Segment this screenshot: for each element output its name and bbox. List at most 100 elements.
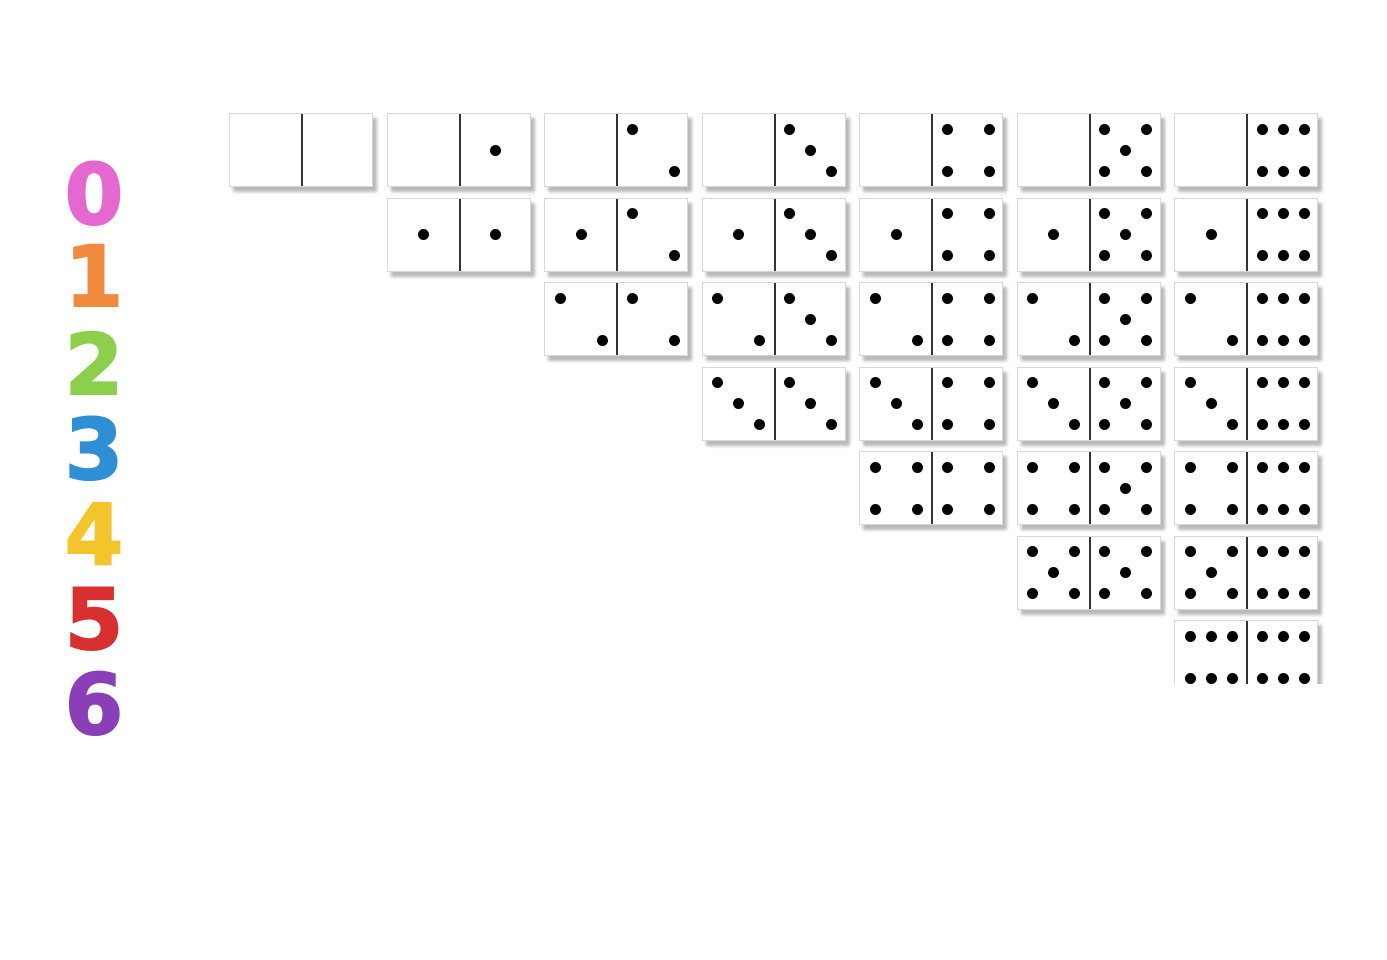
pip (1226, 588, 1238, 599)
pip (1226, 546, 1238, 557)
pip (941, 208, 953, 219)
domino-5-6 (1174, 535, 1318, 610)
domino-0-4 (859, 113, 1003, 187)
domino-half-right (1247, 114, 1318, 186)
domino-half-left (545, 114, 616, 186)
pip (1184, 292, 1196, 304)
pip (1141, 250, 1152, 261)
domino-divider (1246, 452, 1248, 524)
pip (1277, 672, 1289, 684)
domino-divider (1088, 198, 1091, 271)
domino-divider (1246, 536, 1248, 609)
domino-divider (1088, 452, 1091, 524)
pip (1069, 503, 1080, 515)
pip (1120, 229, 1131, 240)
pip (668, 250, 680, 261)
pip (1298, 546, 1310, 557)
domino-half-left (545, 199, 616, 271)
pip (596, 334, 608, 346)
pip (1099, 165, 1110, 177)
pip (784, 208, 795, 219)
domino-divider (773, 367, 776, 440)
pip (1141, 208, 1152, 219)
pip (890, 229, 902, 240)
domino-divider (616, 114, 618, 186)
pip (941, 123, 953, 135)
pip (784, 123, 795, 135)
domino-4-5 (1016, 451, 1161, 525)
pip (1256, 334, 1268, 346)
domino-4-6 (1174, 451, 1318, 525)
domino-2-6 (1174, 282, 1318, 356)
domino-half-left (703, 199, 774, 271)
pip (1226, 419, 1238, 430)
pip (1120, 313, 1131, 325)
pip (1298, 292, 1310, 304)
pip (1099, 334, 1110, 346)
domino-half-left (703, 114, 774, 186)
pip (1099, 461, 1110, 473)
pip (1184, 630, 1196, 642)
domino-divider (773, 114, 776, 186)
domino-3-3 (701, 366, 846, 441)
pip (869, 377, 881, 388)
domino-half-left (1175, 199, 1246, 271)
domino-0-2 (544, 113, 688, 187)
pip (1120, 482, 1131, 494)
pip (1277, 419, 1289, 430)
pip (826, 419, 837, 430)
pip (941, 165, 953, 177)
pip (1277, 503, 1289, 515)
domino-0-0 (229, 113, 373, 187)
pip (1141, 503, 1152, 515)
domino-half-left (1175, 537, 1246, 609)
pip (1099, 208, 1110, 219)
pip (826, 165, 837, 177)
domino-half-right (775, 368, 846, 440)
domino-half-right (1090, 537, 1161, 609)
pip (1120, 567, 1131, 578)
pip (983, 250, 995, 261)
pip (1184, 503, 1196, 515)
pip (1048, 398, 1059, 409)
domino-1-2 (544, 197, 688, 272)
pip (1069, 546, 1080, 557)
domino-1-5 (1016, 197, 1161, 272)
pip (1141, 588, 1152, 599)
domino-half-right (932, 199, 1003, 271)
domino-1-3 (701, 197, 846, 272)
domino-half-right (932, 368, 1003, 440)
pip (1069, 461, 1080, 473)
pip (869, 461, 881, 473)
domino-5-5 (1016, 535, 1161, 610)
pip (1277, 250, 1289, 261)
domino-1-1 (386, 197, 531, 272)
pip (1298, 419, 1310, 430)
domino-divider (1088, 536, 1091, 609)
domino-half-right (1090, 452, 1161, 524)
domino-half-right (1247, 452, 1318, 524)
domino-divider (1088, 283, 1091, 355)
pip (1141, 292, 1152, 304)
pip (1141, 334, 1152, 346)
pip (1141, 123, 1152, 135)
pip (1120, 144, 1131, 156)
pip (554, 292, 566, 304)
domino-divider (1246, 198, 1248, 271)
pip (1184, 672, 1196, 684)
pip (1099, 546, 1110, 557)
domino-half-left (388, 199, 459, 271)
pip (1256, 377, 1268, 388)
domino-4-4 (859, 451, 1003, 525)
pip (911, 503, 923, 515)
number-6: 6 (64, 656, 124, 754)
domino-half-right (1090, 283, 1161, 355)
pip (1141, 461, 1152, 473)
pip (941, 250, 953, 261)
domino-3-6 (1174, 366, 1318, 441)
pip (1277, 461, 1289, 473)
pip (983, 165, 995, 177)
pip (490, 229, 501, 240)
pip (1256, 419, 1268, 430)
domino-half-left (1018, 537, 1089, 609)
